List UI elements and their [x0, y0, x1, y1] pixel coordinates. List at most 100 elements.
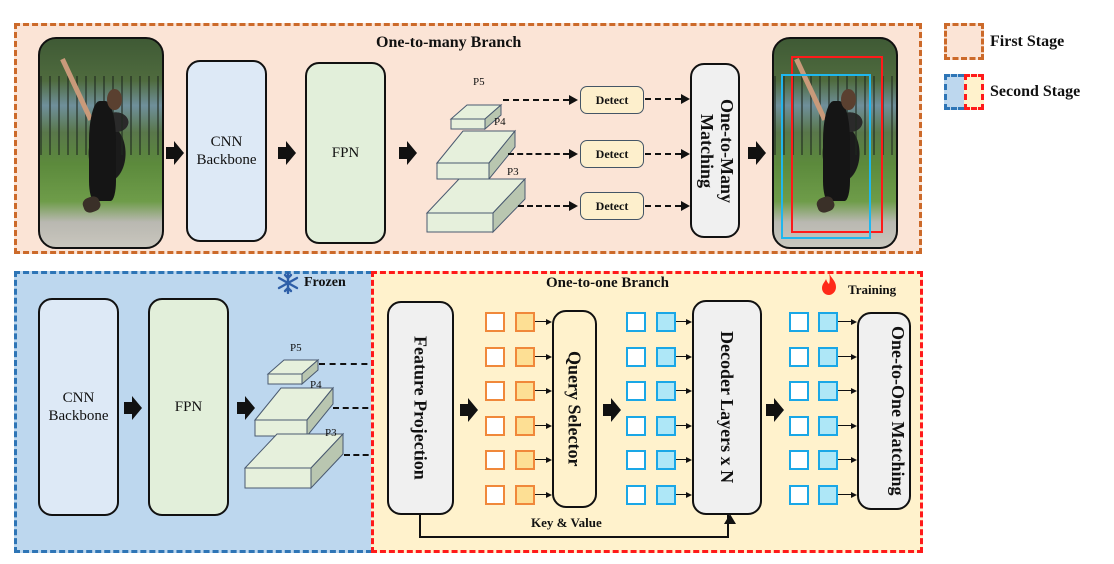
dashed-arrow-p4	[508, 153, 569, 155]
p4-label: P4	[494, 116, 506, 128]
one-to-one-branch-title: One-to-one Branch	[546, 275, 669, 291]
query-selector-label: Query Selector	[564, 351, 585, 467]
detection-box-red	[791, 56, 883, 233]
matching-input-query-token	[789, 312, 809, 332]
arrowhead-icon	[851, 457, 857, 463]
arrowhead-icon	[569, 149, 578, 159]
matching-input-query-embedding	[818, 346, 838, 367]
arrowhead-icon	[686, 491, 692, 498]
connector-line	[535, 390, 546, 391]
connector-line	[838, 355, 851, 357]
p3-slab	[425, 177, 527, 234]
arrow-icon	[748, 141, 766, 165]
selector-input-query-embedding	[515, 381, 535, 401]
connector-line	[676, 459, 686, 460]
arrowhead-icon	[569, 201, 578, 211]
decoder-input-query-token	[626, 346, 646, 367]
frozen-fpn-block: FPN	[148, 298, 229, 516]
dashed-arrow-p3	[518, 205, 569, 207]
selector-input-query-token	[485, 312, 505, 332]
connector-line	[535, 493, 546, 495]
connector-line	[838, 493, 851, 495]
selector-input-query-embedding	[515, 450, 535, 470]
decoder-input-query-token	[626, 450, 646, 470]
frozen-p4-label: P4	[310, 379, 322, 391]
arrowhead-icon	[686, 319, 692, 325]
feature-projection-label: Feature Projection	[410, 336, 431, 480]
arrowhead-icon	[851, 422, 857, 429]
arrowhead-icon	[546, 319, 552, 325]
selector-input-query-token	[485, 450, 505, 470]
arrowhead-icon	[851, 353, 857, 360]
arrow-icon	[766, 398, 784, 422]
cnn-backbone-line1: CNN	[210, 134, 243, 150]
key-value-connector	[419, 515, 729, 538]
matching-input-query-embedding	[818, 312, 838, 332]
matching-input-query-embedding	[818, 484, 838, 505]
input-image	[38, 37, 164, 249]
arrowhead-icon	[851, 491, 857, 498]
arrowhead-icon	[851, 388, 857, 394]
decoder-input-query-token	[626, 381, 646, 401]
decoder-input-query-embedding	[656, 346, 676, 367]
p5-label: P5	[473, 76, 485, 88]
one-to-one-matching-label: One-to-One Matching	[888, 326, 908, 496]
fpn-block: FPN	[305, 62, 386, 244]
decoder-input-query-token	[626, 484, 646, 505]
legend-second-stage-swatch-frozen	[944, 74, 964, 110]
arrowhead-icon	[681, 149, 690, 159]
connector-line	[838, 424, 851, 426]
matching-input-query-token	[789, 450, 809, 470]
dashed-arrow-frozen-p3	[344, 454, 378, 456]
dashed-arrow-detect3	[645, 205, 681, 207]
arrowhead-icon	[546, 422, 552, 429]
one-to-many-matching-block: One-to-Many Matching	[690, 63, 740, 238]
legend-first-stage-label: First Stage	[990, 33, 1065, 50]
selector-input-query-embedding	[515, 312, 535, 332]
arrowhead-icon	[546, 491, 552, 498]
decoder-input-query-embedding	[656, 381, 676, 401]
arrow-icon	[124, 396, 142, 420]
arrowhead-icon	[546, 388, 552, 394]
frozen-label: Frozen	[304, 275, 346, 290]
connector-line	[838, 459, 851, 460]
frozen-p5-label: P5	[290, 342, 302, 354]
matching-input-query-token	[789, 346, 809, 367]
selector-input-query-token	[485, 415, 505, 436]
query-selector-block: Query Selector	[552, 310, 597, 508]
arrow-icon	[278, 141, 296, 165]
fpn-label: FPN	[331, 145, 360, 161]
p3-slab	[244, 432, 345, 490]
arrowhead-icon	[686, 388, 692, 394]
arrow-icon	[237, 396, 255, 420]
decoder-input-query-token	[626, 312, 646, 332]
fire-icon	[822, 273, 836, 295]
connector-line	[535, 424, 546, 426]
decoder-input-query-embedding	[656, 450, 676, 470]
output-image	[772, 37, 898, 249]
arrowhead-icon	[569, 95, 578, 105]
one-to-one-matching-block: One-to-One Matching	[857, 312, 911, 510]
selector-input-query-embedding	[515, 484, 535, 505]
dashed-arrow-frozen-p5	[319, 363, 378, 365]
training-label: Training	[848, 282, 897, 297]
decoder-layers-label: Decoder Layers x N	[717, 331, 737, 484]
matching-input-query-embedding	[818, 381, 838, 401]
decoder-layers-block: Decoder Layers x N	[692, 300, 762, 515]
connector-line	[535, 459, 546, 460]
arrowhead-icon	[681, 201, 690, 211]
matching-input-query-token	[789, 381, 809, 401]
p4-slab	[253, 386, 335, 438]
matching-input-query-token	[789, 484, 809, 505]
connector-line	[676, 390, 686, 391]
decoder-input-query-embedding	[656, 484, 676, 505]
decoder-input-query-embedding	[656, 415, 676, 436]
p3-label: P3	[507, 166, 519, 178]
feature-pyramid	[425, 103, 527, 234]
p5-slab	[449, 103, 503, 131]
connector-line	[535, 321, 546, 322]
legend-second-stage-swatch-training	[964, 74, 984, 110]
selector-input-query-token	[485, 346, 505, 367]
